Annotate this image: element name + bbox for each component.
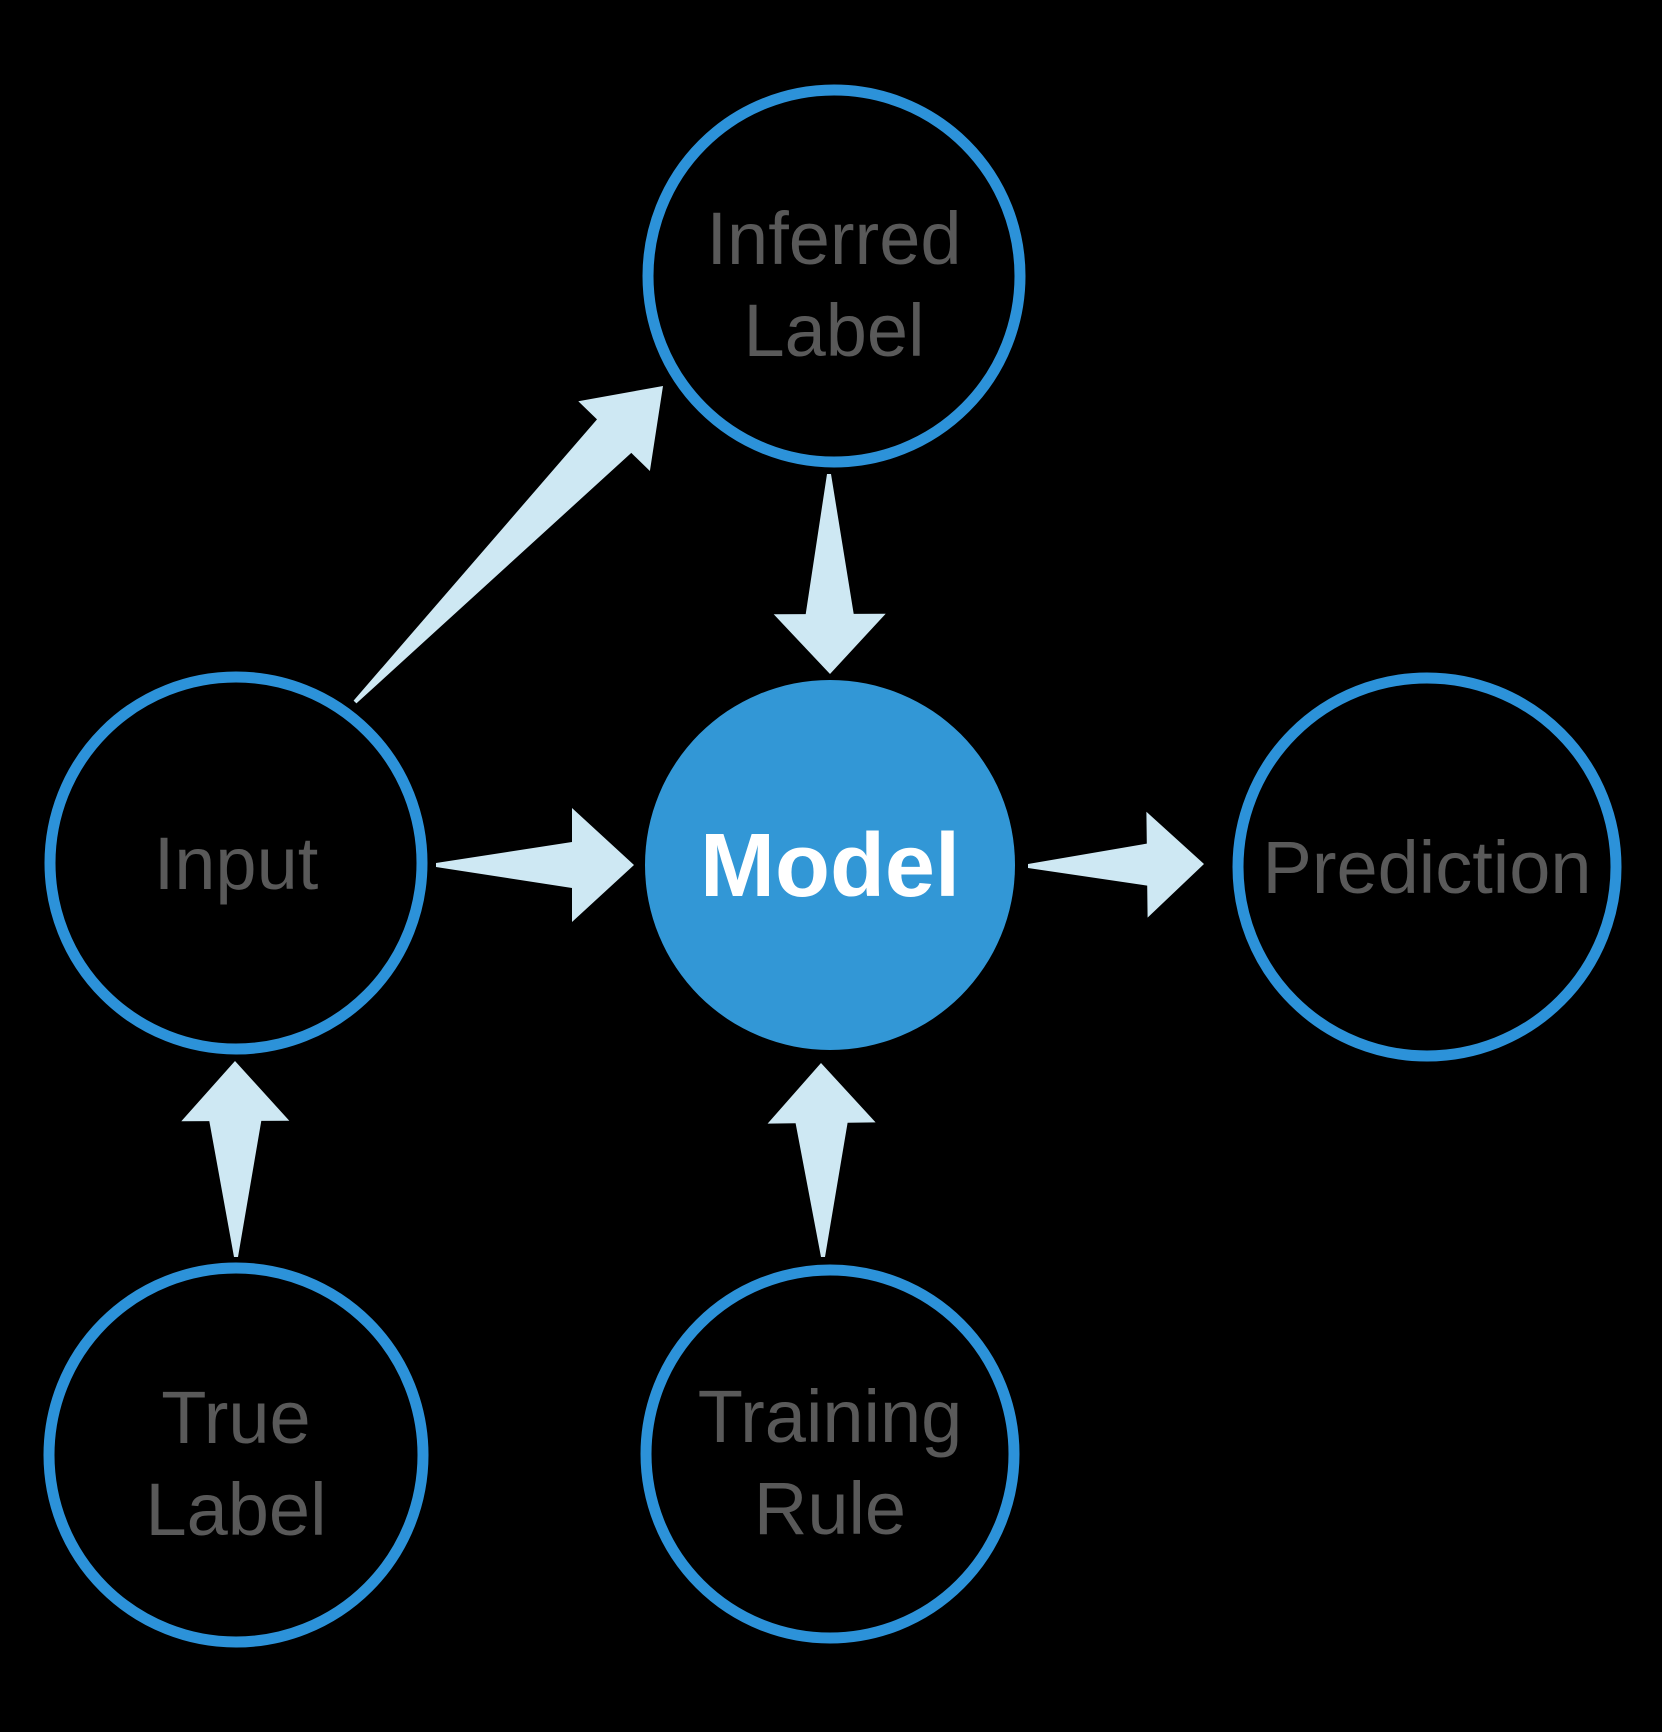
node-circle-model — [645, 680, 1015, 1050]
arrow-input-to-model-icon — [436, 808, 634, 922]
arrow-true-label-to-input-icon — [181, 1061, 290, 1257]
node-label-model: Model — [700, 816, 960, 916]
node-label-inferred-label-line1: Inferred — [706, 197, 961, 280]
node-label-training-rule-line2: Rule — [754, 1467, 906, 1550]
arrow-model-to-prediction-icon — [1028, 811, 1204, 918]
arrow-input-to-inferred-label-icon — [353, 386, 663, 704]
node-label-inferred-label-line2: Label — [743, 289, 924, 372]
node-label-input: Input — [154, 822, 319, 905]
node-circle-input — [44, 671, 428, 1055]
node-circle-training-rule — [640, 1264, 1020, 1644]
node-label-true-label-line1: True — [161, 1376, 310, 1459]
node-circle-inferred-label — [642, 84, 1026, 468]
node-circle-true-label — [43, 1262, 429, 1648]
node-label-true-label-line2: Label — [145, 1468, 326, 1551]
arrow-training-rule-to-model-icon — [767, 1063, 876, 1257]
node-label-training-rule-line1: Training — [698, 1375, 963, 1458]
node-label-prediction: Prediction — [1262, 826, 1591, 909]
arrow-inferred-label-to-model-icon — [773, 474, 886, 674]
node-circle-prediction — [1232, 672, 1622, 1062]
